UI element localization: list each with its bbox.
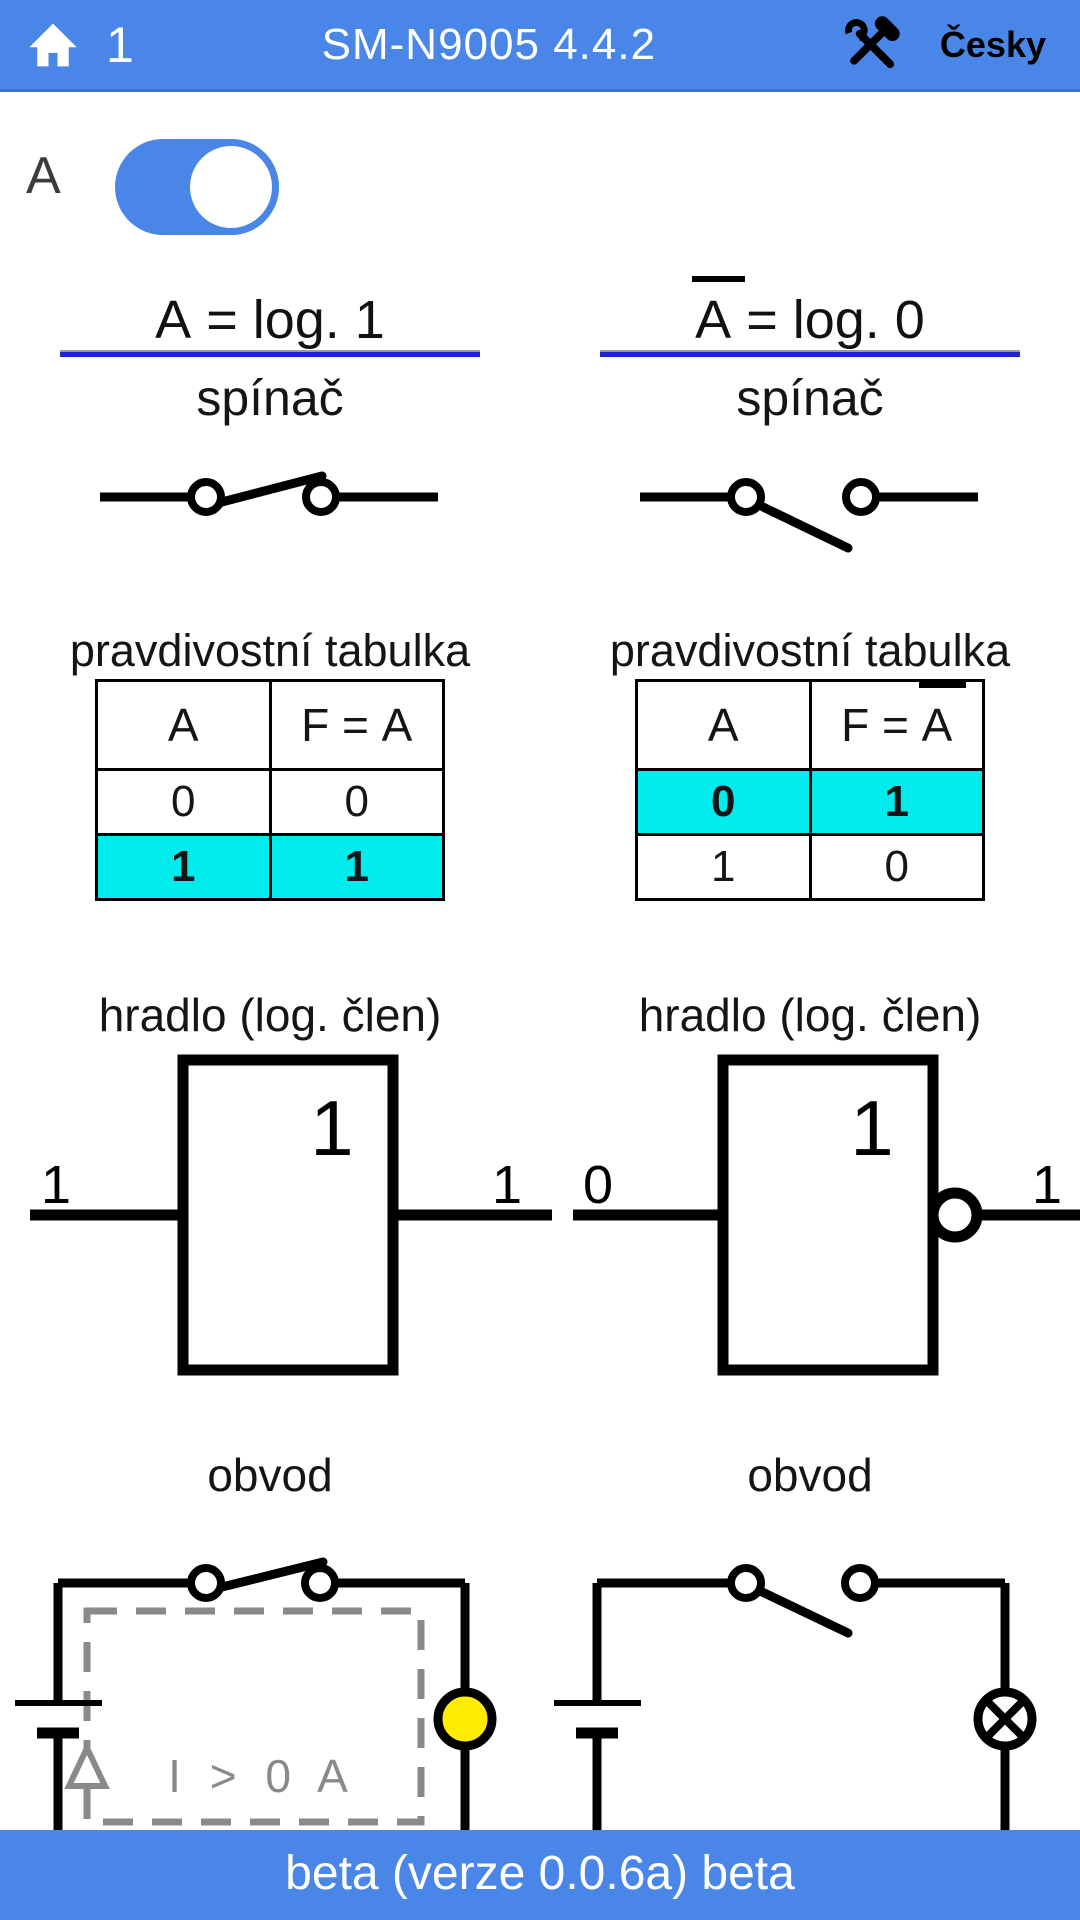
col-header: A [635,679,812,771]
current-label: I > 0 A [168,1750,356,1802]
inverter-bubble [927,1187,983,1243]
switch-lever [213,471,327,508]
column-a-true: A = log. 1 spínač pravdivostní tabulka A… [0,292,552,1920]
gate-box [177,1054,399,1376]
input-a-toggle[interactable] [115,139,279,235]
switch-title: spínač [196,370,344,426]
switch-lever [753,1585,853,1638]
col-header: F = A [268,679,445,771]
circuit-wire [53,1578,470,1920]
circuit-diagram-open [554,1564,1037,1920]
table-header-row: A F = A [635,679,985,771]
switch-contact [302,478,340,516]
switch-lever [213,1557,328,1593]
input-toggle-row: A [0,118,1080,248]
table-row: 1 1 [95,833,445,901]
app-header: 1 SM-N9005 4.4.2 Česky [0,0,1080,92]
language-button[interactable]: Česky [939,23,1046,65]
heading-rule [600,350,1020,357]
gate-symbol: 1 [850,1084,893,1172]
home-icon[interactable] [26,18,80,72]
table-row: 0 1 [635,768,985,836]
table-row: 1 0 [635,833,985,901]
gate-symbol: 1 [310,1084,353,1172]
switch-lever [754,500,853,553]
nav-count[interactable]: 1 [106,16,134,73]
gate-box [717,1054,939,1376]
switch-diagram-closed [100,471,438,516]
circuit-diagram-closed: I > 0 A [15,1557,497,1920]
heading-rest: = log. 0 [731,290,925,350]
gate-title: hradlo (log. člen) [638,989,982,1041]
circuit-wire [592,1578,1010,1920]
gate-diagram-buffer: 1 1 1 [30,1054,552,1376]
switch-contact [187,1564,225,1602]
switch-contact [727,478,765,516]
column-a-false: A = log. 0 spínač pravdivostní tabulka A… [540,0,1080,1920]
toggle-knob [183,139,279,235]
truth-table: A F = A 0 1 1 0 [635,679,985,901]
current-loop [83,1607,425,1826]
truth-table-title: pravdivostní tabulka [609,625,1011,676]
heading-variable: A [692,276,746,350]
gate-title: hradlo (log. člen) [98,989,442,1041]
gate-input-label: 0 [583,1155,613,1215]
lamp-cross [983,1697,1027,1741]
current-arrow [64,1740,110,1789]
table-row: 0 0 [95,768,445,836]
switch-contact [727,1564,765,1602]
heading-variable: A [155,290,192,350]
gate-input-label: 1 [41,1155,71,1215]
gate-output-label: 1 [492,1155,522,1215]
state-heading: A = log. 0 [540,276,1080,350]
heading-rest: = log. 1 [191,290,385,350]
state-heading: A = log. 1 [0,292,540,348]
switch-contact [301,1564,339,1602]
heading-rule [60,350,480,357]
table-header-row: A F = A [95,679,445,771]
circuit-title: obvod [207,1449,333,1501]
footer-text: beta (verze 0.0.6a) beta [285,1847,795,1900]
circuit-title: obvod [747,1449,873,1501]
col-header: F = A [808,679,985,771]
switch-contact [842,478,880,516]
truth-table-title: pravdivostní tabulka [69,625,471,676]
truth-table: A F = A 0 0 1 1 [95,679,445,901]
tools-icon[interactable] [844,15,900,72]
app-footer: beta (verze 0.0.6a) beta [0,1830,1080,1920]
switch-contact [187,478,225,516]
col-header: A [95,679,272,771]
switch-contact [841,1564,879,1602]
toggle-label-a: A [26,147,61,205]
gate-output-label: 1 [1032,1155,1062,1215]
gate-diagram-not: 1 0 1 [573,1054,1080,1376]
lamp-on [433,1687,497,1751]
switch-title: spínač [736,370,884,426]
app-title: SM-N9005 4.4.2 [321,19,657,69]
switch-diagram-open [640,478,978,553]
